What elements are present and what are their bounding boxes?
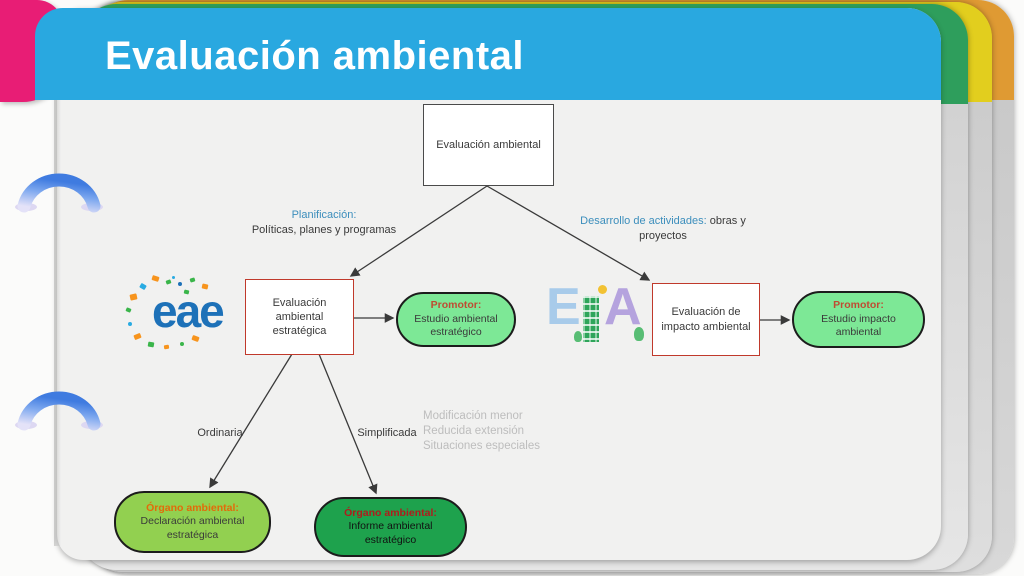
node-label: Órgano ambiental: Informe ambiental estr… (324, 507, 457, 548)
node-evaluacion-impacto: Evaluación de impacto ambiental (652, 283, 760, 356)
node-label: Evaluación ambiental estratégica (272, 296, 327, 338)
node-evaluacion-ambiental: Evaluación ambiental (423, 104, 554, 186)
slide-title: Evaluación ambiental (105, 34, 525, 78)
label-rest: Políticas, planes y programas (251, 223, 397, 236)
label-ordinaria: Ordinaria (197, 427, 243, 439)
sun-icon (598, 285, 607, 294)
organo-label: Órgano ambiental: (344, 506, 437, 519)
promotor-text: Estudio impacto ambiental (821, 312, 896, 339)
eae-logo-text: eae (152, 285, 225, 337)
node-evaluacion-estrategica: Evaluación ambiental estratégica (245, 279, 354, 355)
promotor-label: Promotor: (833, 299, 884, 312)
organo-text: Informe ambiental estratégico (348, 520, 433, 546)
eia-letter-a: A (604, 278, 642, 336)
organo-text: Declaración ambiental estratégica (140, 515, 245, 541)
node-label: Evaluación de impacto ambiental (661, 306, 751, 333)
simplificada-notes: Modificación menor Reducida extensión Si… (423, 409, 573, 454)
node-label: Órgano ambiental: Declaración ambiental … (124, 502, 261, 543)
label-highlight: Planificación: (291, 209, 357, 221)
tree-icon (634, 327, 644, 341)
node-promotor-estrategico: Promotor: Estudio ambiental estratégico (396, 292, 516, 347)
eia-building-icon (583, 296, 599, 342)
note-line: Modificación menor (423, 410, 523, 422)
page-fold-edge (54, 100, 61, 546)
binder-ring-icon (15, 173, 103, 213)
binder-ring-icon (15, 391, 103, 431)
promotor-text: Estudio ambiental estratégico (414, 312, 498, 339)
eia-letter-e: E (546, 278, 581, 336)
node-label: Evaluación ambiental (436, 138, 541, 151)
organo-label: Órgano ambiental: (146, 501, 239, 514)
tree-icon (574, 331, 582, 342)
note-line: Reducida extensión (423, 424, 525, 437)
eae-logo: eae (125, 275, 238, 352)
promotor-label: Promotor: (430, 299, 482, 312)
label-simplificada: Simplificada (357, 427, 417, 439)
eia-logo: E A (546, 279, 648, 347)
node-promotor-impacto: Promotor: Estudio impacto ambiental (792, 291, 925, 348)
label-highlight: Desarrollo de actividades: (580, 215, 707, 227)
label-rest: obras y proyectos (639, 215, 746, 242)
node-label: Promotor: Estudio ambiental estratégico (406, 299, 506, 340)
node-label: Promotor: Estudio impacto ambiental (802, 299, 915, 340)
label-desarrollo: Desarrollo de actividades: obras y proye… (572, 214, 754, 244)
slide-header: Evaluación ambiental (35, 8, 941, 100)
node-declaracion-ambiental: Órgano ambiental: Declaración ambiental … (114, 491, 271, 553)
label-planificacion: Planificación: Políticas, planes y progr… (233, 208, 415, 238)
note-line: Situaciones especiales (423, 439, 540, 452)
node-informe-ambiental: Órgano ambiental: Informe ambiental estr… (314, 497, 467, 557)
